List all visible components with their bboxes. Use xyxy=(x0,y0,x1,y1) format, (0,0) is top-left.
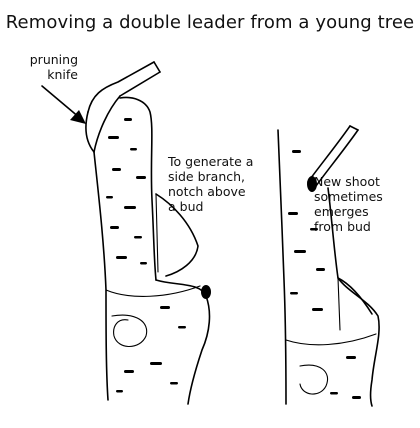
diagram-title: Removing a double leader from a young tr… xyxy=(5,12,415,33)
pointer-arrow-icon xyxy=(41,85,86,124)
pruning-knife-label: pruning knife xyxy=(29,52,78,82)
tree-trunk-right xyxy=(277,125,380,407)
new-shoot-label: New shoot sometimes emerges from bud xyxy=(314,174,383,234)
tree-trunk-left xyxy=(85,61,211,405)
notch-instruction-label: To generate a side branch, notch above a… xyxy=(168,154,254,214)
pruning-knife-icon xyxy=(85,61,161,153)
new-shoot-icon xyxy=(307,125,359,192)
